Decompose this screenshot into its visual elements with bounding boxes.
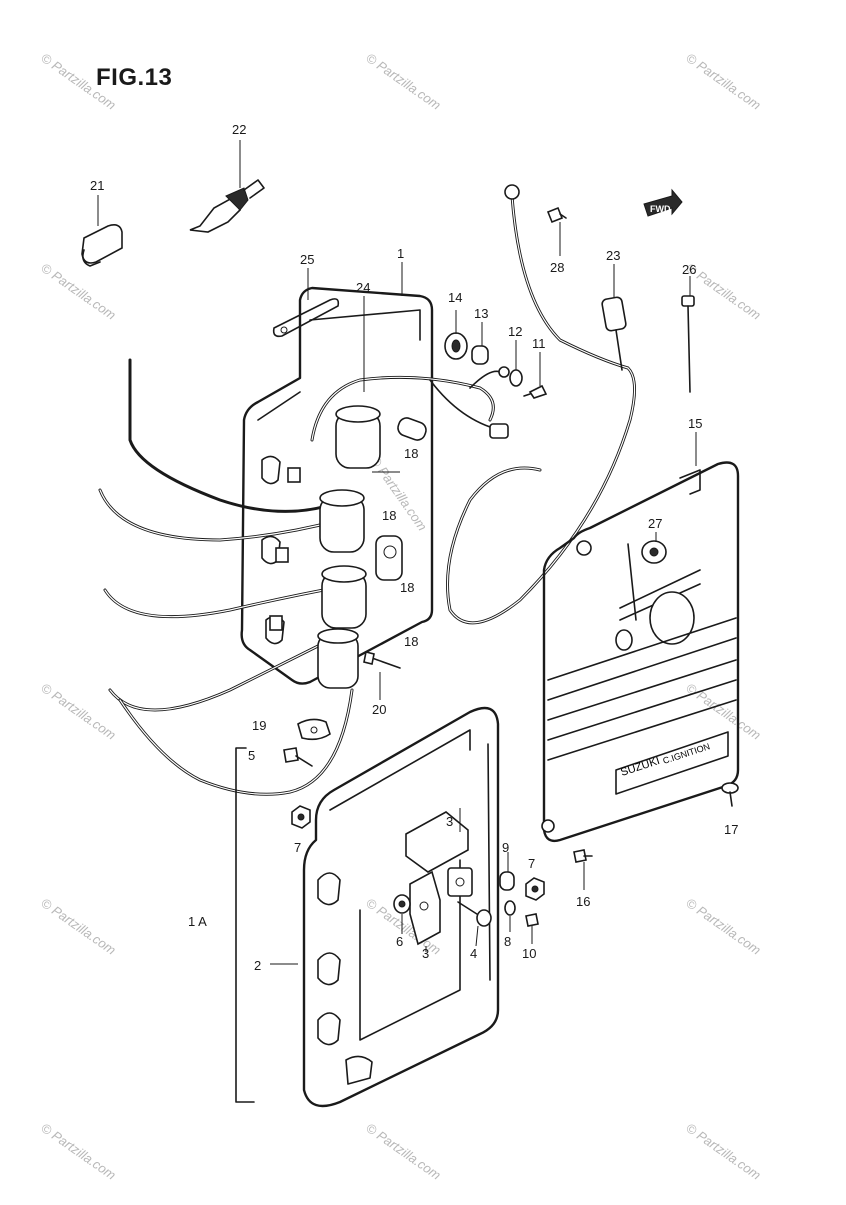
watermark: © Partzilla.com <box>38 260 118 323</box>
part-17-screw <box>721 782 739 807</box>
callout-2: 2 <box>254 958 261 973</box>
callout-11: 11 <box>532 336 546 351</box>
callout-9: 9 <box>502 840 509 855</box>
callout-28: 28 <box>550 260 564 275</box>
part-8-washer <box>504 900 516 932</box>
callout-14: 14 <box>448 290 462 305</box>
callout-6: 6 <box>396 934 403 949</box>
callout-16: 16 <box>576 894 590 909</box>
fwd-arrow-icon: FWD <box>643 188 683 217</box>
callout-18d: 18 <box>404 634 418 649</box>
callout-17: 17 <box>724 822 738 837</box>
part-28-screw <box>546 206 567 256</box>
part-4-bolt <box>457 901 492 947</box>
callout-3b: 3 <box>422 946 429 961</box>
callout-1: 1 <box>397 246 404 261</box>
watermark: © Partzilla.com <box>363 50 443 113</box>
part-7-nut-right <box>525 877 545 901</box>
part-26-cable-tie <box>681 276 695 393</box>
callout-18c: 18 <box>400 580 414 595</box>
part-19-clamp <box>297 718 331 741</box>
watermark: © Partzilla.com <box>683 895 763 958</box>
part-10-screw <box>525 913 539 944</box>
part-25-strip <box>272 268 340 338</box>
part-7-nut <box>291 805 311 829</box>
callout-15: 15 <box>688 416 702 431</box>
part-2-lower-plate <box>270 706 500 1108</box>
callout-labels: 1 2 3 3 4 5 6 7 7 8 9 10 11 12 13 14 15 … <box>90 122 738 973</box>
part-24-wire-harness <box>98 296 495 796</box>
part-23-cable <box>446 184 636 625</box>
part-18-sleeves <box>372 417 427 581</box>
fwd-label: FWD <box>650 204 671 214</box>
callout-18b: 18 <box>382 508 396 523</box>
part-11-screw <box>523 352 548 399</box>
part-1-back-plate <box>240 262 434 685</box>
part-3-brackets <box>405 808 473 952</box>
callout-23: 23 <box>606 248 620 263</box>
part-16-screw <box>573 849 593 890</box>
cover-brand: SUZUKI <box>619 755 661 779</box>
callout-12: 12 <box>508 324 522 339</box>
watermark: © Partzilla.com <box>683 50 763 113</box>
callout-7a: 7 <box>294 840 301 855</box>
part-22-spark-plug <box>189 140 265 233</box>
part-12-washer <box>509 340 523 387</box>
callout-20: 20 <box>372 702 386 717</box>
callout-27: 27 <box>648 516 662 531</box>
part-9-collar <box>499 852 515 891</box>
callout-1a: 1 A <box>188 914 207 929</box>
lead-terminals <box>429 366 510 439</box>
part-21-plug-cap <box>81 195 123 267</box>
callout-3a: 3 <box>446 814 453 829</box>
figure-title: FIG.13 <box>96 64 173 91</box>
watermark: © Partzilla.com <box>363 1120 443 1183</box>
cover-model: C.IGNITION <box>662 741 712 766</box>
callout-22: 22 <box>232 122 246 137</box>
watermark: © Partzilla.com <box>683 1120 763 1183</box>
part-20-bolt <box>363 651 401 700</box>
part-15-cover: SUZUKI C.IGNITION <box>541 432 740 843</box>
watermark: © Partzilla.com <box>368 453 431 533</box>
watermark: © Partzilla.com <box>38 895 118 958</box>
part-6-nut <box>393 894 411 934</box>
callout-8: 8 <box>504 934 511 949</box>
callout-4: 4 <box>470 946 477 961</box>
callout-24: 24 <box>356 280 370 295</box>
part-13-collar <box>471 322 489 365</box>
callout-21: 21 <box>90 178 104 193</box>
callout-26: 26 <box>682 262 696 277</box>
callout-19: 19 <box>252 718 266 733</box>
callout-10: 10 <box>522 946 536 961</box>
callout-25: 25 <box>300 252 314 267</box>
group-1a-bracket <box>235 747 255 1103</box>
callout-13: 13 <box>474 306 488 321</box>
part-14-grommet <box>444 310 468 360</box>
callout-5: 5 <box>248 748 255 763</box>
part-27-grommet <box>641 532 667 564</box>
watermark: © Partzilla.com <box>38 680 118 743</box>
watermark: © Partzilla.com <box>38 1120 118 1183</box>
bolt-near-5 <box>283 747 313 767</box>
callout-7b: 7 <box>528 856 535 871</box>
callout-18a: 18 <box>404 446 418 461</box>
